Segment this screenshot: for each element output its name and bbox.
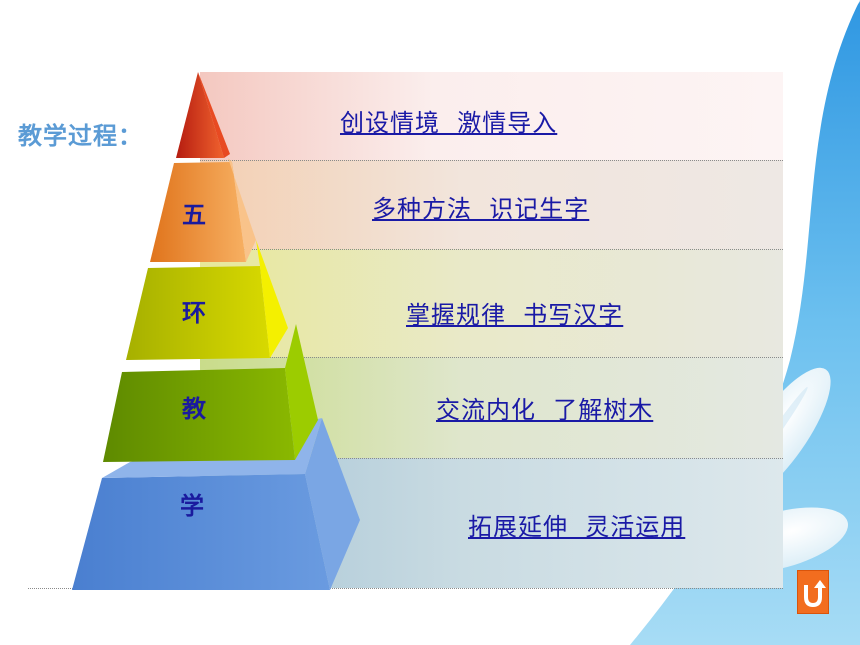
pyramid-tier-orange <box>150 162 246 262</box>
step-band-2 <box>200 160 783 249</box>
return-button[interactable] <box>797 570 829 614</box>
step-link-2[interactable]: 多种方法 识记生字 <box>372 195 590 223</box>
u-turn-arrow-icon <box>804 580 826 608</box>
step-link-3[interactable]: 掌握规律 书写汉字 <box>406 301 624 329</box>
pyramid-tier-blue <box>72 474 330 590</box>
divider-line <box>260 357 783 358</box>
pyramid-tier-yellow <box>126 266 270 360</box>
pyramid-tier-green <box>103 368 295 462</box>
divider-line <box>28 588 783 589</box>
blue-swoosh <box>630 0 860 645</box>
pyramid-tier-top <box>176 72 224 158</box>
pyramid-char: 五 <box>182 201 206 229</box>
divider-line <box>300 458 783 459</box>
step-link-4[interactable]: 交流内化 了解树木 <box>436 396 654 424</box>
page-title: 教学过程： <box>18 122 143 150</box>
pyramid-char: 学 <box>180 492 204 520</box>
pyramid-char: 教 <box>182 395 206 423</box>
pyramid-char: 环 <box>182 299 206 327</box>
divider-line <box>200 160 783 161</box>
step-band-1 <box>200 72 783 160</box>
divider-line <box>230 249 783 250</box>
step-link-1[interactable]: 创设情境 激情导入 <box>340 109 558 137</box>
step-link-5[interactable]: 拓展延伸 灵活运用 <box>468 513 686 541</box>
